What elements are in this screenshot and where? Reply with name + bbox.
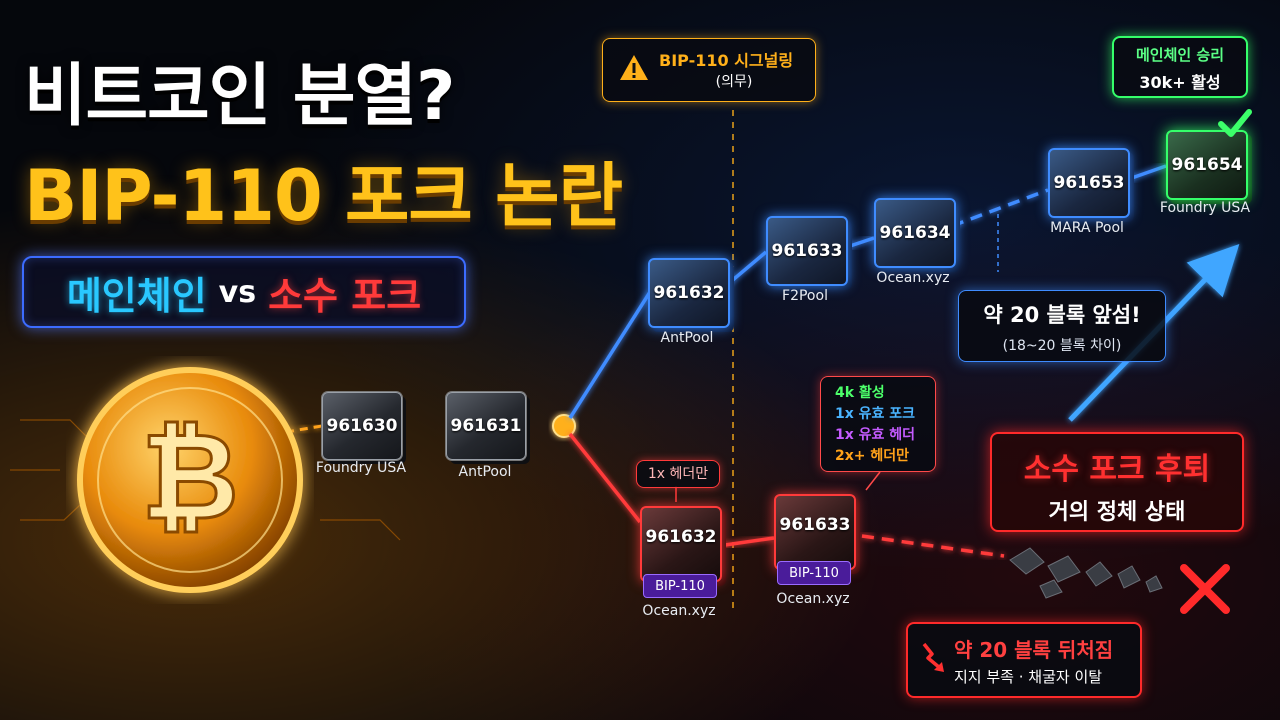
block-pre-fork-1: 961630: [322, 392, 402, 460]
broken-block-rubble: [1009, 547, 1163, 599]
block-fork-2: 961633: [774, 494, 856, 570]
signal-title: BIP-110 시그널링: [659, 51, 794, 70]
block-fork-1: 961632: [640, 506, 722, 582]
pool-label: Foundry USA: [1159, 200, 1251, 216]
block-main-2: 961633: [766, 216, 848, 286]
link-split-to-main-961632: [568, 291, 652, 419]
pool-label: Ocean.xyz: [776, 591, 850, 607]
block-number: 961634: [879, 223, 951, 243]
block-number: 961633: [779, 515, 851, 535]
retreat-line-2: 거의 정체 상태: [1048, 500, 1186, 525]
behind-line-1: 약 20 블록 뒤처짐: [954, 638, 1114, 662]
link-main-961632-to-961633: [726, 250, 768, 286]
x-icon: [1180, 564, 1230, 614]
stat-header-only: 2x+ 헤더만: [835, 448, 910, 464]
block-main-1: 961632: [648, 258, 730, 328]
pool-label: F2Pool: [782, 288, 828, 304]
lead-line-1: 약 20 블록 앞섬!: [983, 303, 1141, 327]
pool-label: Ocean.xyz: [642, 603, 716, 619]
block-main-3: 961634: [874, 198, 956, 268]
block-number: 961631: [450, 416, 522, 436]
pool-label: Foundry USA: [315, 460, 407, 476]
signal-callout: BIP-110 시그널링 (의무): [602, 38, 816, 102]
stats-callout-pointer: [865, 471, 881, 491]
pool-label: MARA Pool: [1050, 220, 1124, 236]
fork-stats-callout: 4k 활성 1x 유효 포크 1x 유효 헤더 2x+ 헤더만: [820, 376, 936, 472]
versus-main-chain: 메인체인: [66, 273, 207, 318]
versus-banner: 메인체인 vs 소수 포크: [22, 256, 466, 328]
header-only-callout: 1x 헤더만: [636, 460, 720, 488]
check-icon: [1218, 109, 1252, 137]
link-split-to-fork-961632: [568, 432, 642, 524]
link-main-961653-to-961654: [1125, 164, 1167, 182]
lead-line-2: (18~20 블록 차이): [1002, 338, 1122, 354]
link-main-961633-to-961634: [843, 236, 875, 250]
link-coin-to-961630: [285, 424, 323, 434]
versus-vs: vs: [218, 274, 257, 310]
block-pre-fork-2: 961631: [446, 392, 526, 460]
fork-split-point: [552, 414, 576, 438]
headline-line-2: BIP-110 포크 논란: [24, 155, 623, 237]
stat-valid-header: 1x 유효 헤더: [835, 427, 916, 443]
stat-valid-fork: 1x 유효 포크: [835, 406, 916, 422]
retreat-callout: 소수 포크 후퇴 거의 정체 상태: [990, 432, 1244, 532]
block-number: 961632: [645, 527, 717, 547]
pool-label: AntPool: [458, 464, 512, 480]
block-number: 961654: [1171, 155, 1243, 175]
down-trend-arrow-icon: [922, 642, 944, 672]
block-number: 961630: [326, 416, 398, 436]
link-fork-961633-to-rubble: [861, 534, 1005, 558]
link-main-961634-to-961653: [951, 188, 1049, 228]
main-win-line-2: 30k+ 활성: [1139, 73, 1221, 92]
pool-label: Ocean.xyz: [876, 270, 950, 286]
block-number: 961633: [771, 241, 843, 261]
bitcoin-coin-icon: ₿: [77, 367, 303, 593]
block-number: 961632: [653, 283, 725, 303]
behind-line-2: 지지 부족 · 채굴자 이탈: [954, 668, 1103, 686]
svg-text:₿: ₿: [141, 408, 239, 547]
headline-line-1: 비트코인 분열?: [24, 57, 455, 136]
block-main-5: 961654: [1166, 130, 1248, 200]
retreat-line-1: 소수 포크 후퇴: [1023, 452, 1211, 487]
bip110-tag: BIP-110: [777, 561, 851, 585]
versus-minority-fork: 소수 포크: [268, 273, 422, 318]
stat-active: 4k 활성: [835, 385, 885, 401]
block-number: 961653: [1053, 173, 1125, 193]
block-main-4: 961653: [1048, 148, 1130, 218]
behind-callout: 약 20 블록 뒤처짐 지지 부족 · 채굴자 이탈: [906, 622, 1142, 698]
main-chain-win-callout: 메인체인 승리 30k+ 활성: [1112, 36, 1248, 98]
lead-callout: 약 20 블록 앞섬! (18~20 블록 차이): [958, 290, 1166, 362]
signal-subtitle: (의무): [715, 74, 753, 90]
main-win-line-1: 메인체인 승리: [1135, 46, 1225, 64]
pool-label: AntPool: [660, 330, 714, 346]
bip110-tag: BIP-110: [643, 574, 717, 598]
warning-icon: [620, 55, 648, 80]
link-fork-961632-to-961633: [717, 536, 775, 548]
